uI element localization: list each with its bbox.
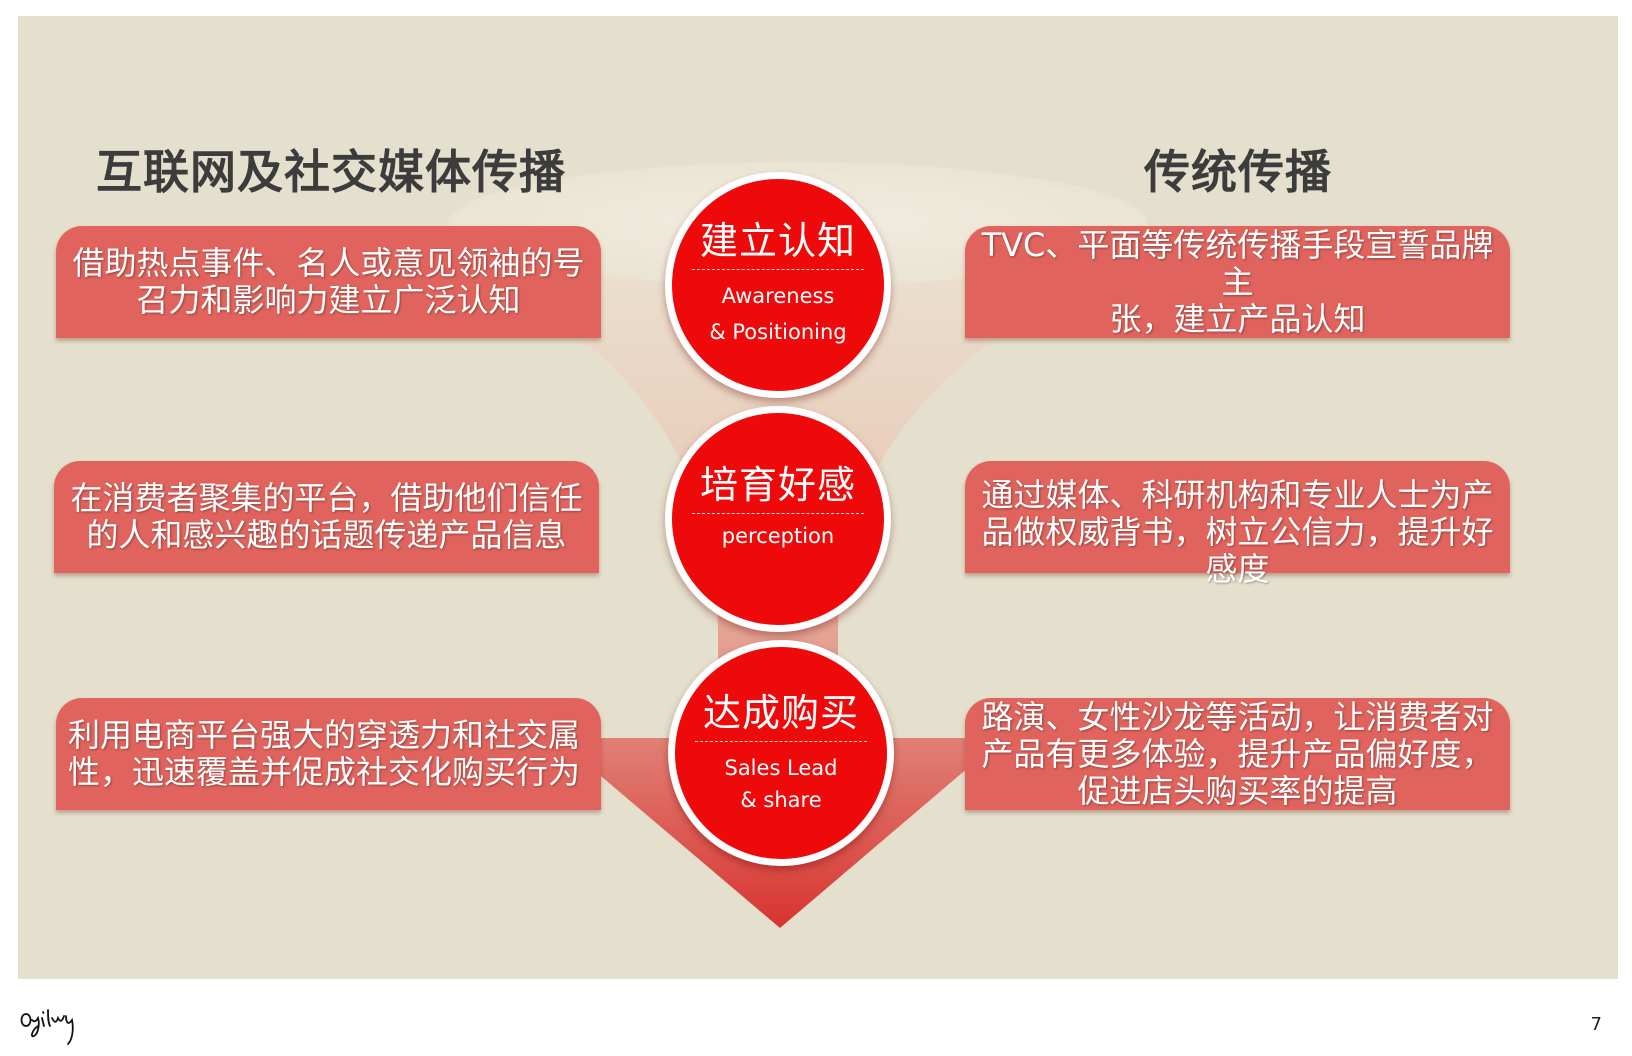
- stage-subtitle-line: Awareness: [721, 284, 835, 308]
- box-line: 路演、女性沙龙等活动，让消费者对: [981, 697, 1494, 736]
- box-line: 促进店头购买率的提高: [1077, 771, 1398, 810]
- right-box-perception: 通过媒体、科研机构和专业人士为产 品做权威背书，树立公信力，提升好 感度: [965, 461, 1510, 588]
- box-line: TVC、平面等传统传播手段宣誓品牌主: [981, 225, 1494, 301]
- box-line: 感度: [1205, 550, 1270, 588]
- box-line: 利用电商平台强大的穿透力和社交属: [68, 716, 581, 754]
- slide: 互联网及社交媒体传播 传统传播 借助热点事件、名人或意见领袖的号 召力和影响力建…: [18, 16, 1618, 979]
- box-line: 在消费者聚集的平台，借助他们信任: [70, 479, 583, 517]
- ogilvy-logo: [20, 1009, 74, 1045]
- box-line: 品做权威背书，树立公信力，提升好: [981, 513, 1494, 551]
- box-line: 召力和影响力建立广泛认知: [136, 281, 521, 319]
- right-box-awareness: TVC、平面等传统传播手段宣誓品牌主 张，建立产品认知: [965, 226, 1510, 338]
- left-box-awareness: 借助热点事件、名人或意见领袖的号 召力和影响力建立广泛认知: [56, 226, 601, 338]
- box-line: 产品有更多体验，提升产品偏好度，: [981, 734, 1494, 773]
- right-box-purchase: 路演、女性沙龙等活动，让消费者对 产品有更多体验，提升产品偏好度， 促进店头购买…: [965, 698, 1510, 810]
- stage-subtitle-line: Sales Lead: [724, 756, 838, 780]
- stage-circle-purchase: 达成购买 Sales Lead & share: [668, 640, 894, 866]
- box-line: 性，迅速覆盖并促成社交化购买行为: [68, 753, 581, 791]
- box-line: 的人和感兴趣的话题传递产品信息: [86, 516, 567, 554]
- stage-subtitle-line: & share: [740, 788, 822, 812]
- stage-circle-awareness: 建立认知 Awareness & Positioning: [665, 172, 891, 398]
- box-line: 张，建立产品认知: [1109, 299, 1366, 338]
- heading-traditional: 传统传播: [1144, 145, 1332, 199]
- left-box-purchase: 利用电商平台强大的穿透力和社交属 性，迅速覆盖并促成社交化购买行为: [56, 698, 601, 810]
- left-box-perception: 在消费者聚集的平台，借助他们信任 的人和感兴趣的话题传递产品信息: [54, 461, 599, 573]
- stage-subtitle-line: & Positioning: [709, 320, 847, 344]
- box-line: 借助热点事件、名人或意见领袖的号: [72, 244, 585, 282]
- stage-subtitle-line: perception: [721, 524, 835, 548]
- heading-internet-social: 互联网及社交媒体传播: [96, 145, 566, 199]
- stage-divider: [692, 269, 864, 270]
- stage-divider: [695, 741, 867, 742]
- page-number: 7: [1590, 1014, 1602, 1035]
- stage-title: 建立认知: [699, 219, 856, 263]
- stage-circle-perception: 培育好感 perception: [665, 406, 891, 632]
- stage-title: 培育好感: [699, 463, 856, 507]
- stage-divider: [692, 513, 864, 514]
- box-line: 通过媒体、科研机构和专业人士为产: [981, 476, 1494, 514]
- stage-title: 达成购买: [702, 691, 859, 735]
